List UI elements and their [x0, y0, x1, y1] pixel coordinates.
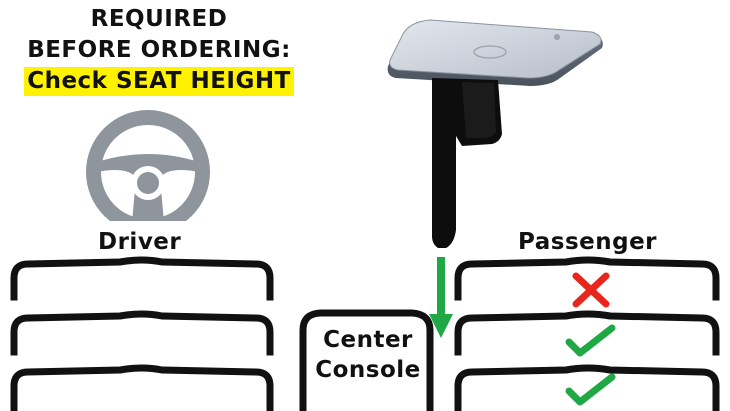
check-mark-icon: [565, 373, 616, 406]
passenger-seat-outline-3: [454, 364, 720, 411]
driver-seat-outline-3: [10, 364, 274, 411]
passenger-label: Passenger: [518, 229, 658, 255]
center-console-label: Center Console: [306, 325, 430, 385]
driver-seat-outline-1: [10, 256, 274, 301]
check-mark-icon: [565, 324, 616, 357]
notice-line-1: REQUIRED: [90, 6, 228, 32]
driver-seat-positions: [10, 256, 274, 411]
passenger-seat-outline-1: [454, 256, 720, 301]
center-console-label-line-2: Console: [315, 357, 421, 383]
required-notice: REQUIRED BEFORE ORDERING: Check SEAT HEI…: [0, 4, 318, 97]
passenger-seat-outline-2: [454, 310, 720, 356]
center-console-label-line-1: Center: [323, 327, 413, 353]
driver-label: Driver: [98, 229, 182, 255]
down-arrow-icon: [429, 257, 453, 338]
passenger-seat-positions: [454, 256, 720, 411]
x-mark-icon: [572, 272, 610, 308]
notice-highlight: Check SEAT HEIGHT: [24, 67, 294, 96]
notice-line-2: BEFORE ORDERING:: [27, 37, 291, 63]
steering-wheel-icon: [70, 110, 230, 237]
tray-mount-illustration: [387, 19, 603, 248]
center-console-outline: [299, 309, 434, 411]
driver-seat-outline-2: [10, 310, 274, 356]
